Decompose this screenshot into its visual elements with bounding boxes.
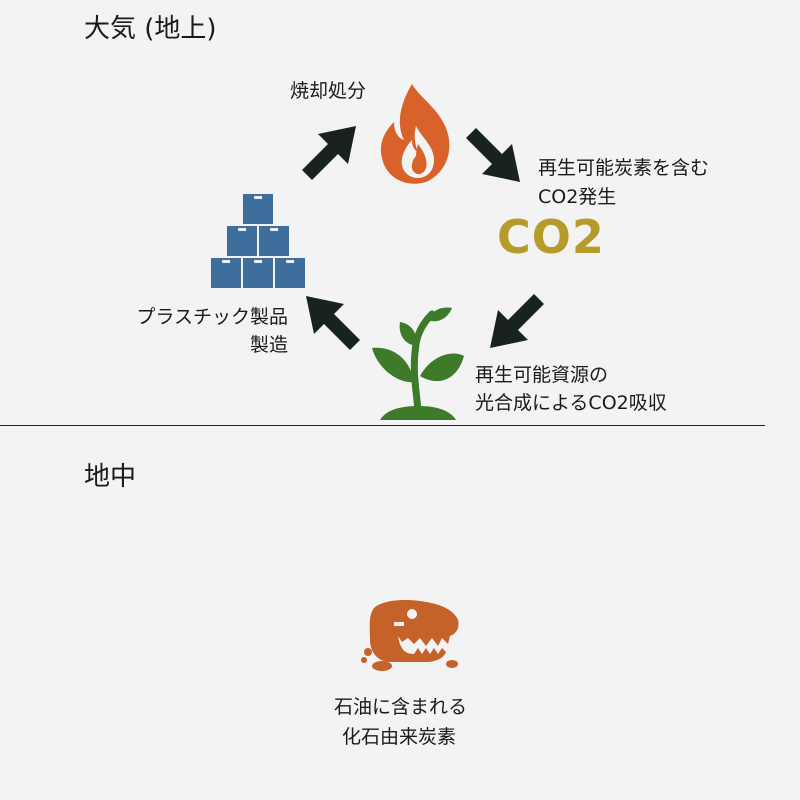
plant-icon [372,307,464,420]
arrow-to-co2-icon [466,128,520,182]
arrow-to-fire-icon [302,126,356,180]
fossil-label-line2: 化石由来炭素 [342,726,457,748]
boxes-icon [209,192,307,290]
co2-label: CO2 [497,210,605,264]
manufacturing-label-line2: 製造 [249,334,288,356]
fire-icon [380,84,450,184]
absorption-label-line2: 光合成によるCO2吸収 [475,392,667,414]
emission-label-line1: 再生可能炭素を含む [538,157,710,179]
ground-divider [0,425,765,426]
absorption-label-line1: 再生可能資源の [475,364,609,386]
manufacturing-label-line1: プラスチック製品 [136,306,288,328]
fossil-label-line1: 石油に含まれる [334,696,468,718]
incineration-label: 焼却処分 [290,80,367,102]
arrow-to-plant-icon [490,294,544,348]
underground-title: 地中 [84,462,137,492]
arrow-to-boxes-icon [306,296,360,350]
atmosphere-title: 大気 (地上) [84,14,217,44]
emission-label-line2: CO2発生 [538,186,617,208]
dinosaur-skull-icon [361,600,459,671]
